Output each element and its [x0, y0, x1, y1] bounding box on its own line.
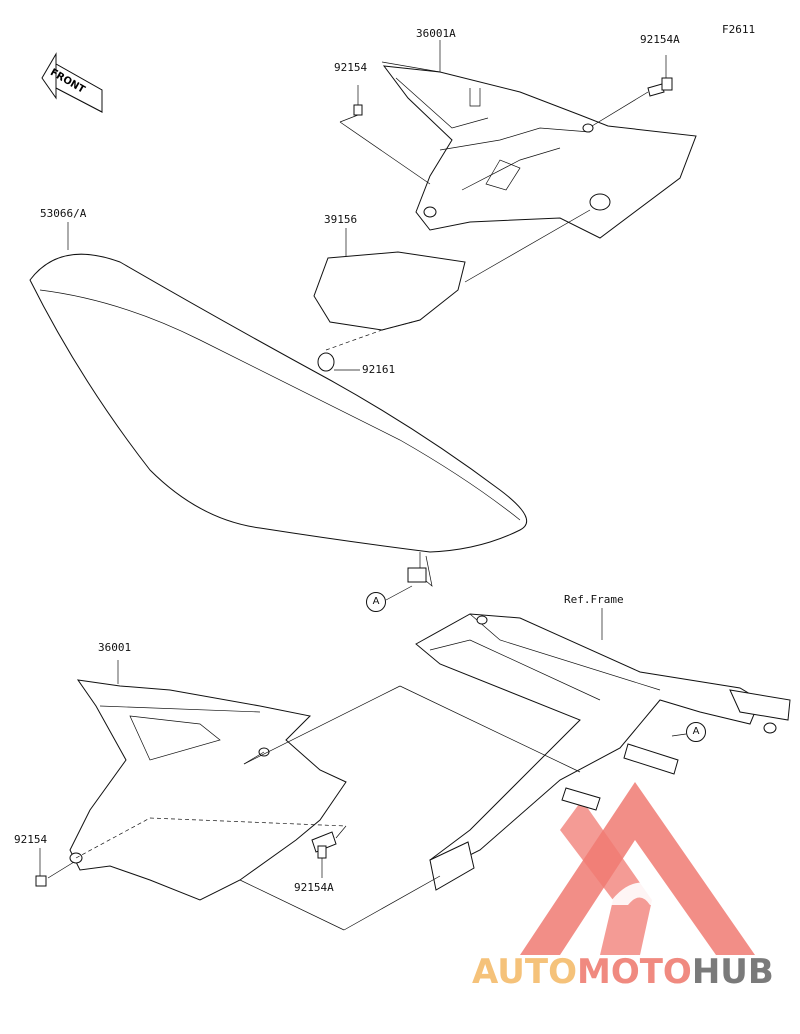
bolt-upper-left: [353, 85, 363, 116]
watermark-auto: AUTO: [472, 952, 577, 992]
pad: [313, 228, 466, 331]
front-arrow-icon: [41, 52, 103, 113]
callout-a-frame: A: [686, 722, 706, 742]
seat: [29, 222, 528, 587]
figure-code: F2611: [722, 23, 756, 36]
watermark-brand: AUTOMOTOHUB: [472, 952, 792, 992]
callout-a-seat: A: [366, 592, 386, 612]
label-bolt-upper-right: 92154A: [640, 33, 680, 46]
label-seat: 53066/A: [40, 207, 87, 220]
side-cover-right: [382, 65, 697, 239]
watermark-moto: MOTO: [576, 952, 692, 992]
label-damper: 92161: [362, 363, 396, 376]
side-cover-left: [69, 660, 347, 901]
label-bolt-lower-left: 92154: [14, 833, 48, 846]
bolt-upper-right: [591, 55, 673, 127]
label-side-cover-left: 36001: [98, 641, 132, 654]
damper: [317, 329, 383, 372]
label-bolt-upper-left: 92154: [334, 61, 368, 74]
watermark-logo: [520, 782, 755, 955]
bolt-lower-left: [35, 848, 75, 887]
bolt-lower-right: [311, 831, 337, 878]
frame: [415, 608, 791, 891]
label-ref-frame: Ref.Frame: [564, 593, 624, 606]
label-pad: 39156: [324, 213, 358, 226]
label-side-cover-right: 36001A: [416, 27, 456, 40]
label-bolt-lower-right: 92154A: [294, 881, 334, 894]
watermark-hub: HUB: [691, 952, 774, 992]
